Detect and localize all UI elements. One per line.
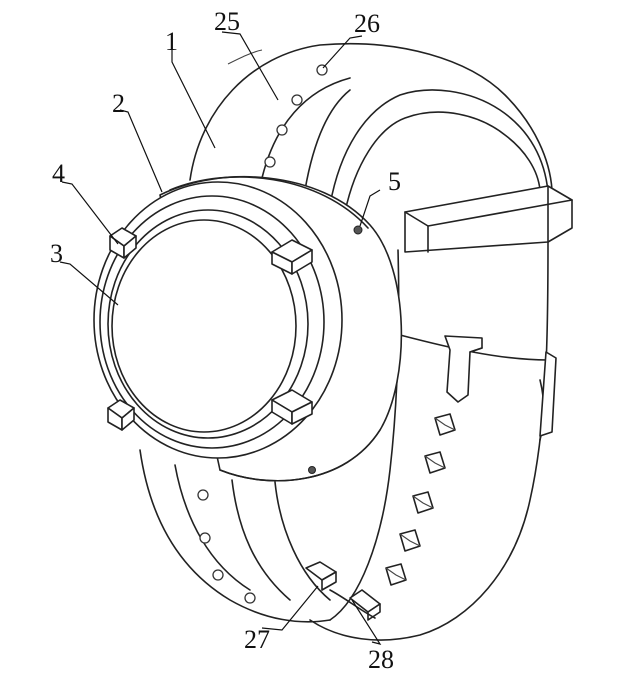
strap-keeper	[404, 185, 573, 253]
upper-strap-holes	[264, 64, 328, 168]
label-26: 26	[354, 9, 380, 38]
side-button-5	[353, 225, 363, 235]
label-5: 5	[388, 167, 401, 196]
leader-lines	[59, 31, 382, 645]
label-28: 28	[368, 645, 394, 674]
bezel-tabs	[107, 227, 313, 431]
label-2: 2	[112, 89, 125, 118]
watch-face	[111, 219, 297, 433]
label-1: 1	[165, 27, 178, 56]
label-4: 4	[52, 159, 65, 188]
clasp	[305, 561, 381, 621]
label-27: 27	[244, 625, 270, 654]
adjust-holes	[385, 413, 456, 586]
lower-left-strap	[139, 449, 331, 623]
label-25: 25	[214, 7, 240, 36]
label-3: 3	[50, 239, 63, 268]
reference-numerals: 1 2 4 3 5 25 26 27 28	[50, 7, 401, 674]
buckle-tongue	[444, 335, 483, 403]
strap-hole-26	[316, 64, 328, 76]
